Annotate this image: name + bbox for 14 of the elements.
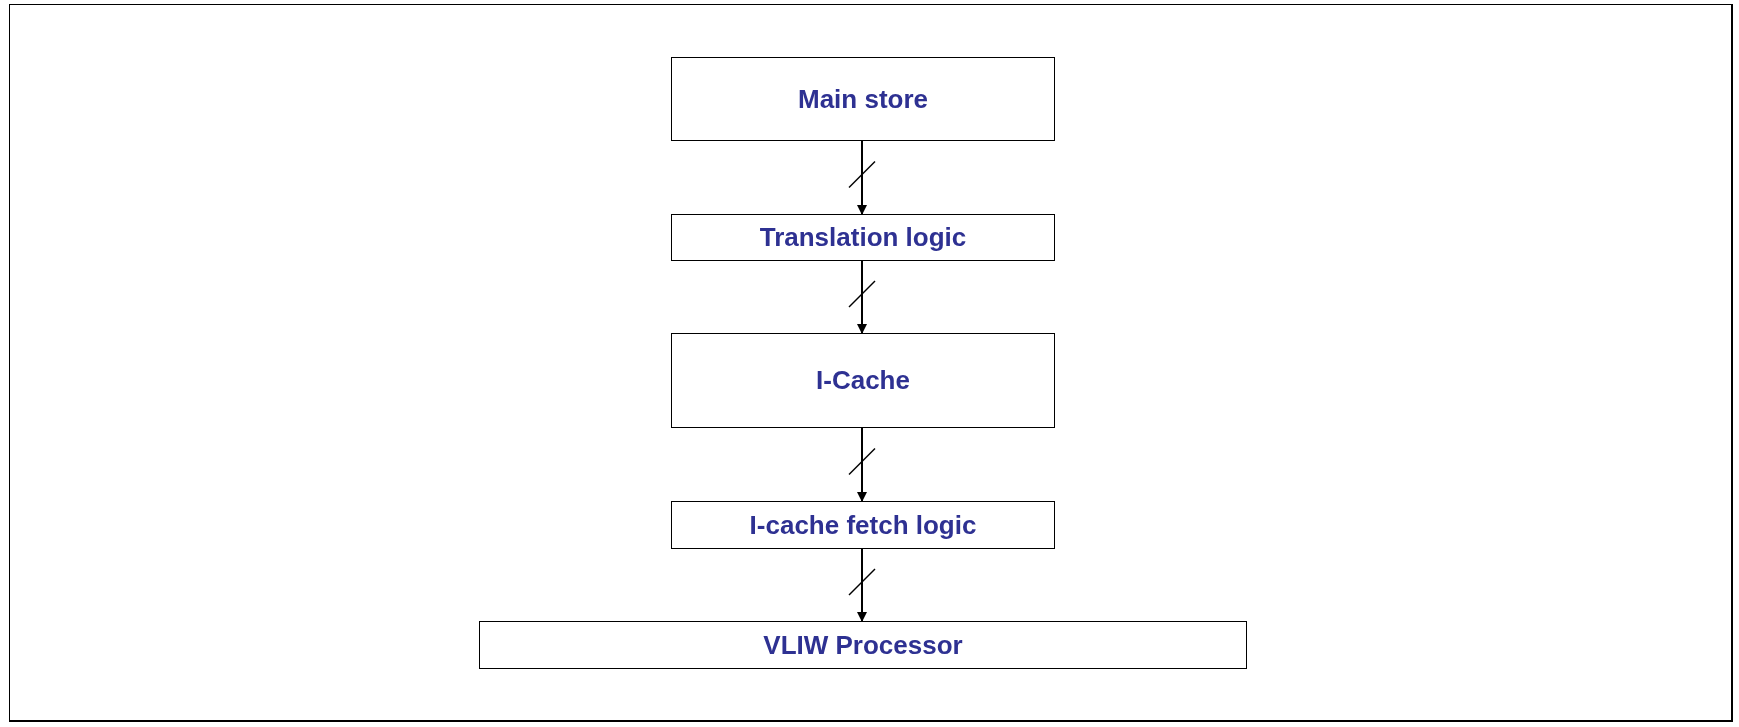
- box-label: I-cache fetch logic: [749, 508, 977, 542]
- process-box: [479, 621, 1247, 669]
- process-box: [671, 57, 1055, 141]
- process-box: [671, 214, 1055, 261]
- process-box: [671, 501, 1055, 549]
- arrow: [857, 140, 867, 215]
- process-box: [671, 333, 1055, 428]
- arrow: [857, 260, 867, 334]
- arrow: [857, 548, 867, 622]
- arrow: [857, 427, 867, 502]
- box-label: I-Cache: [816, 364, 910, 397]
- box-label: VLIW Processor: [763, 628, 963, 662]
- box-label: Translation logic: [759, 221, 967, 254]
- box-label: Main store: [798, 82, 928, 116]
